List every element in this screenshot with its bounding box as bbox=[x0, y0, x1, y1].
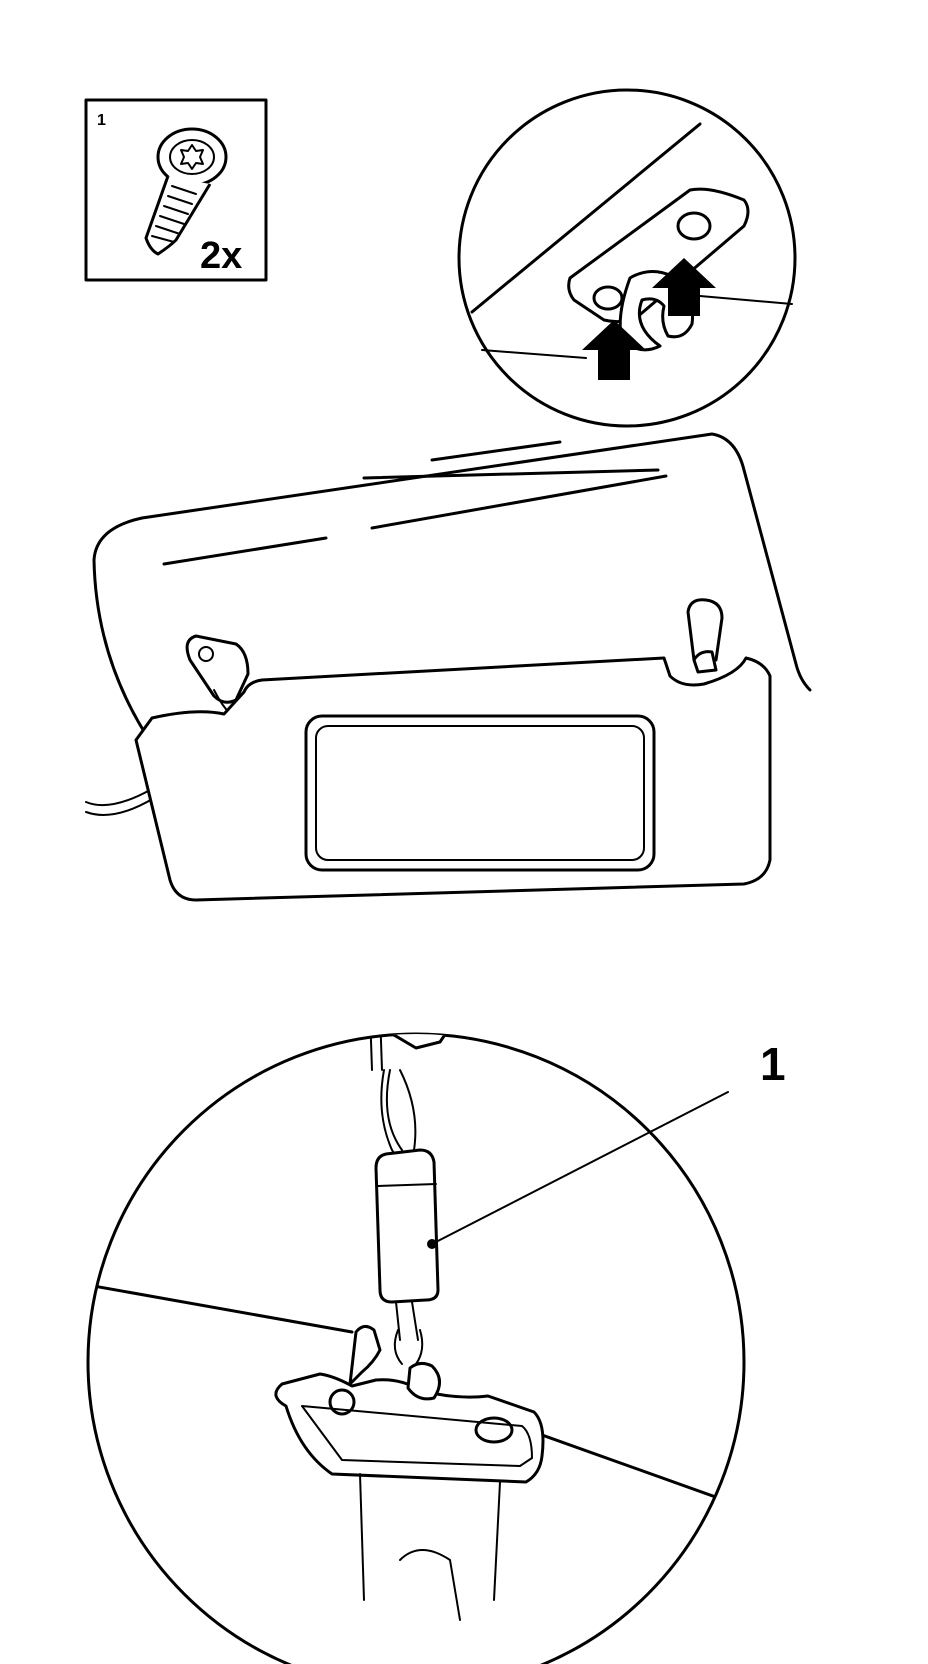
callout-leader bbox=[431, 1091, 729, 1245]
screw-legend-box: 1 2x bbox=[84, 98, 268, 282]
torx-screw-icon bbox=[144, 127, 228, 256]
mount-detail-circle bbox=[457, 88, 797, 428]
legend-quantity: 2x bbox=[200, 235, 242, 277]
legend-item-number: 1 bbox=[97, 112, 106, 129]
arrow-up-icon bbox=[582, 320, 646, 380]
arrow-up-icon bbox=[652, 258, 716, 316]
connector-detail-circle bbox=[86, 1032, 746, 1664]
callout-number-1: 1 bbox=[760, 1038, 786, 1090]
sun-visor-assembly bbox=[85, 432, 812, 902]
connector bbox=[374, 1148, 440, 1304]
